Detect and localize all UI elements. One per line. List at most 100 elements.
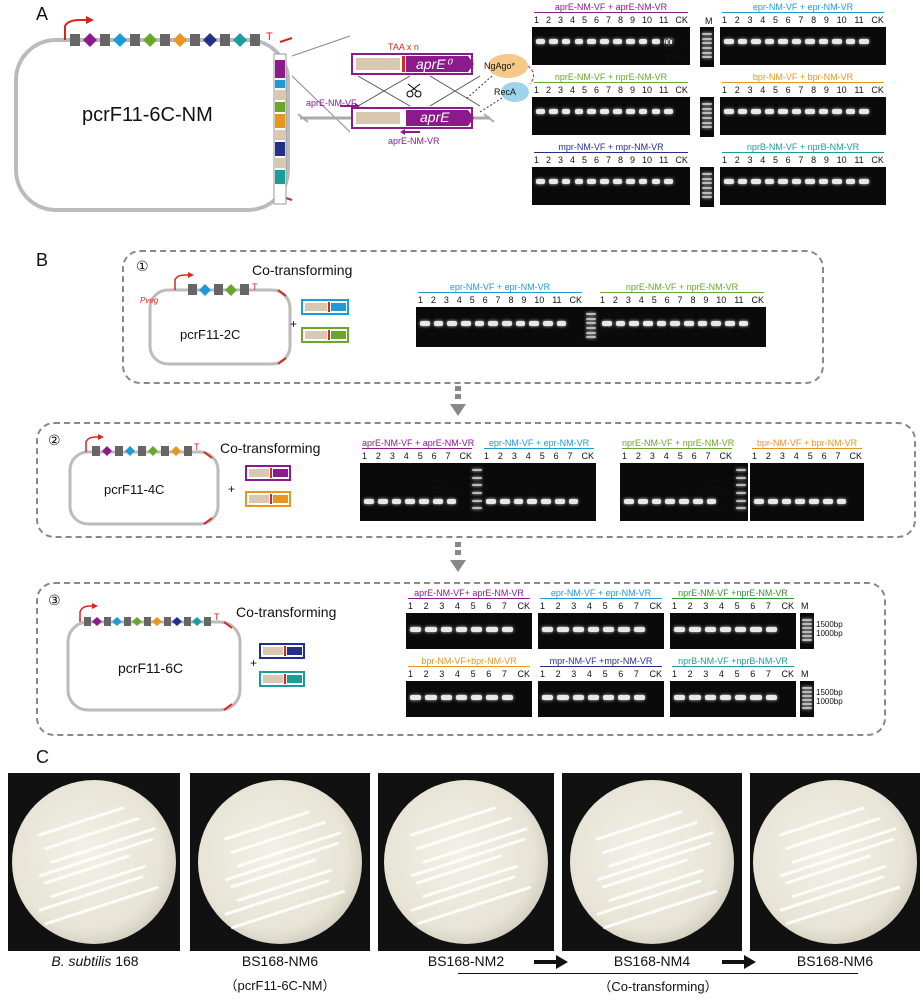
- lane-label: 2: [546, 155, 552, 165]
- lane-label: CK: [569, 295, 582, 305]
- petri-plate-photo: [750, 773, 920, 951]
- lane-label: 7: [677, 295, 683, 305]
- lane-label: 3: [439, 669, 445, 679]
- gel-image: [720, 167, 886, 205]
- gel-band: [845, 109, 855, 114]
- gel-band: [461, 321, 471, 326]
- lane-label: 2: [734, 155, 740, 165]
- lane-label: 4: [570, 15, 576, 25]
- lane-label: 8: [811, 155, 817, 165]
- gel-band: [664, 179, 674, 184]
- gel-title: aprE-NM-VF + aprE-NM-VR: [534, 2, 688, 13]
- lane-label: CK: [649, 669, 662, 679]
- marker-band: [702, 42, 712, 45]
- gel-title: mpr-NM-VF +mpr-NM-VR: [540, 656, 662, 667]
- gel-band: [809, 499, 819, 504]
- lane-label: 1: [534, 85, 540, 95]
- lane-label: 6: [482, 295, 488, 305]
- gel-band: [440, 627, 452, 632]
- lane-label: 3: [511, 451, 517, 461]
- marker-band: [472, 484, 482, 487]
- lane-label: 9: [703, 295, 709, 305]
- panel-label-b: B: [36, 250, 49, 270]
- colony-streak: [409, 806, 497, 837]
- lane-label: 6: [594, 155, 600, 165]
- gel-band: [679, 499, 689, 504]
- lane-label: 7: [567, 451, 573, 461]
- lane-label: 10: [642, 155, 653, 165]
- marker-band: [736, 499, 746, 502]
- gel-band: [574, 109, 584, 114]
- lane-label: 1: [672, 669, 678, 679]
- marker-band: [472, 492, 482, 494]
- gel-band: [486, 695, 498, 700]
- lane-label: CK: [581, 451, 594, 461]
- petri-dish: [570, 780, 734, 944]
- gel-band: [664, 109, 674, 114]
- lane-label: CK: [459, 451, 472, 461]
- colony-streak: [422, 827, 528, 864]
- gel-band: [674, 627, 686, 632]
- lane-label: 6: [785, 155, 791, 165]
- marker-band: [702, 196, 712, 199]
- gel-band: [651, 39, 661, 44]
- colony-streak: [223, 810, 311, 841]
- petri-plate-photo: [190, 773, 370, 951]
- lane-label: 3: [558, 155, 564, 165]
- gel-band: [587, 179, 597, 184]
- lane-label: 2: [635, 451, 641, 461]
- gel-band: [405, 499, 415, 504]
- lane-label: 5: [470, 601, 476, 611]
- gel-band: [587, 695, 599, 700]
- lane-label: 4: [718, 601, 724, 611]
- marker-band: [702, 177, 712, 180]
- vf-label: aprE-NM-VF: [306, 98, 357, 108]
- gel-band: [425, 627, 437, 632]
- plate-label-3: BS168-NM2: [427, 953, 505, 969]
- lane-label: 2: [546, 15, 552, 25]
- lane-label: 3: [747, 155, 753, 165]
- marker-band: [702, 103, 712, 105]
- gel-band: [767, 499, 778, 504]
- lane-label: 7: [835, 451, 841, 461]
- colony-streak: [778, 806, 866, 837]
- gel-image: [532, 167, 690, 205]
- gel-band: [410, 627, 422, 632]
- gel-band: [637, 499, 648, 504]
- lane-label: 11: [659, 85, 669, 95]
- gel-band: [633, 695, 645, 700]
- gel-band: [656, 321, 667, 326]
- lane-label: 4: [525, 451, 531, 461]
- marker-band: [802, 639, 812, 641]
- svg-text:T: T: [214, 612, 220, 622]
- gel-band: [638, 109, 648, 114]
- lane-label: 4: [760, 155, 766, 165]
- gel-band: [735, 627, 747, 632]
- gel-band: [554, 499, 565, 504]
- lane-label: 1: [722, 85, 728, 95]
- gel-title: bpr-NM-VF + bpr-NM-VR: [752, 438, 862, 449]
- lane-label: 11: [659, 155, 669, 165]
- lane-label: 9: [521, 295, 527, 305]
- colony-streak: [236, 831, 342, 868]
- marker-m-label: M: [801, 669, 809, 679]
- panel-label-c: C: [36, 747, 49, 767]
- lane-label: 6: [594, 15, 600, 25]
- marker-label-2000: 2000bp: [432, 486, 459, 495]
- lane-label: 9: [630, 15, 636, 25]
- lane-label: CK: [751, 295, 764, 305]
- lane-label: CK: [517, 669, 530, 679]
- marker-band: [702, 173, 712, 175]
- lane-label: CK: [871, 15, 884, 25]
- gel-band: [651, 499, 662, 504]
- gel-title: mpr-NM-VF + mpr-NM-VR: [534, 142, 688, 153]
- gel-title: bpr-NM-VF + bpr-NM-VR: [722, 72, 884, 83]
- lane-label: 4: [760, 85, 766, 95]
- gel-image: [670, 681, 796, 717]
- lane-label: 3: [571, 669, 577, 679]
- gel-title: nprE-NM-VF +nprE-NM-VR: [672, 588, 794, 599]
- gel-band: [805, 179, 815, 184]
- gel-band: [488, 321, 498, 326]
- arrow-icon: [534, 955, 568, 969]
